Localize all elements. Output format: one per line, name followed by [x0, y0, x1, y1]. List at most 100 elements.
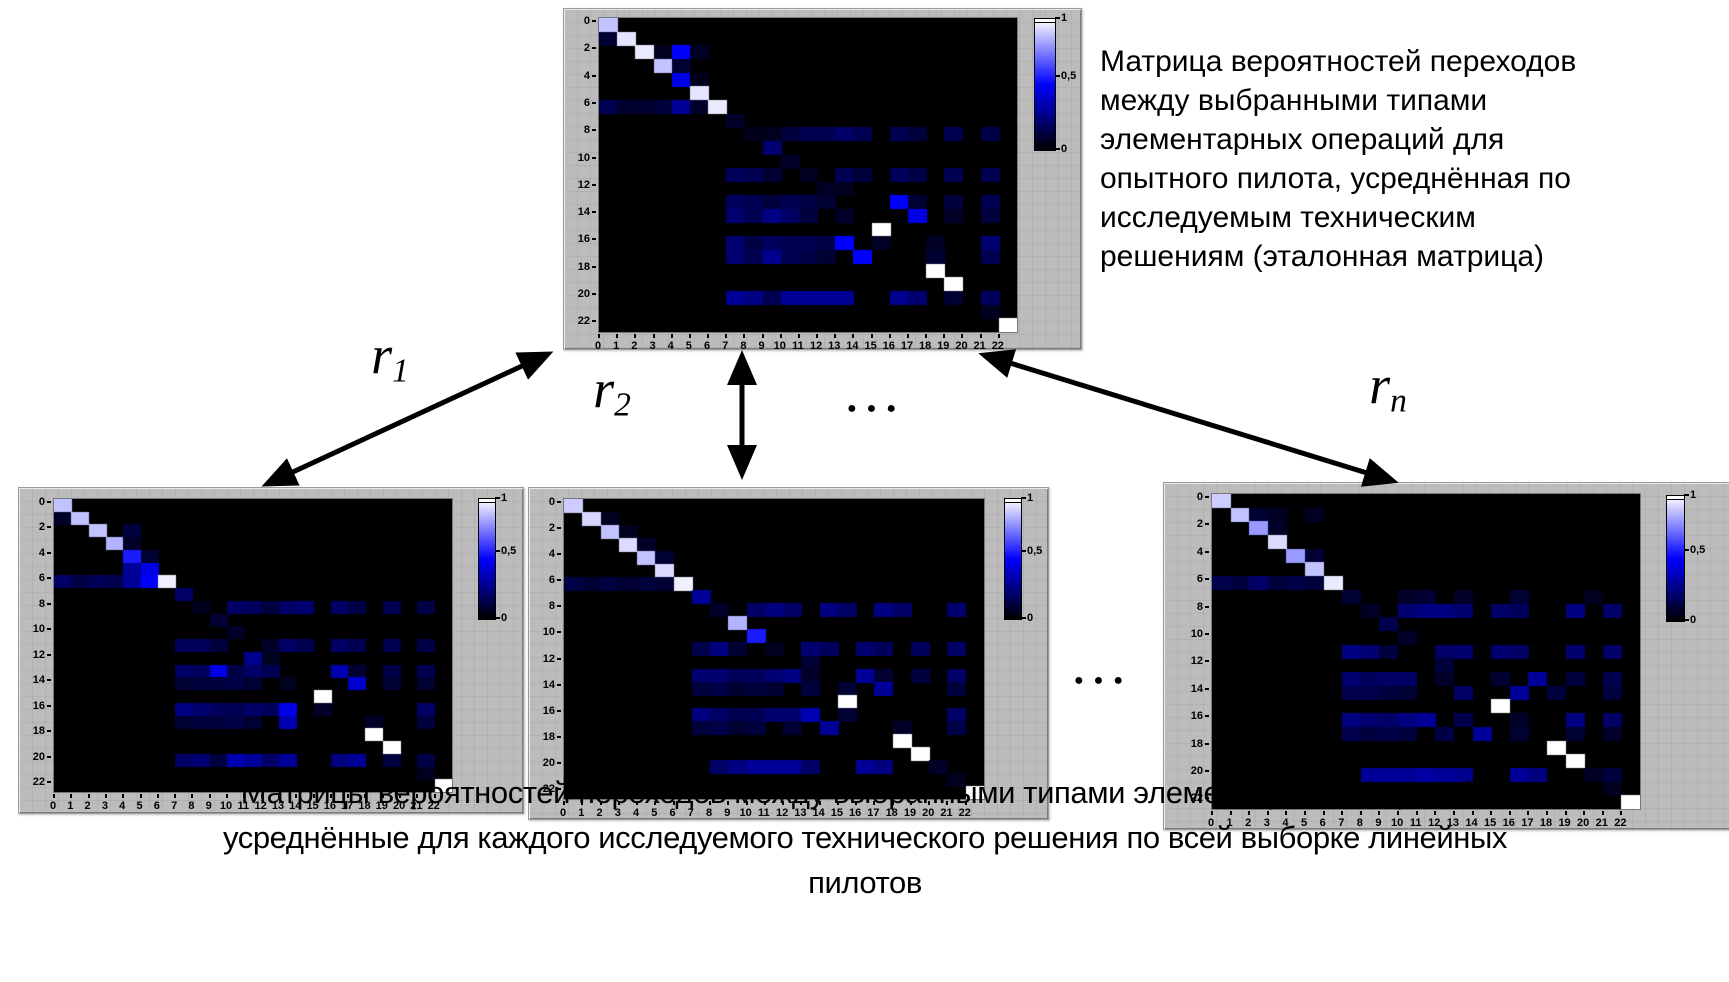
x-axis-label: 22 [427, 800, 440, 812]
y-axis-label: 10 [32, 623, 45, 636]
y-axis-label: 12 [32, 648, 45, 661]
x-axis-tick [636, 801, 639, 805]
x-axis-label: 20 [1577, 817, 1590, 829]
x-axis-label: 13 [794, 807, 807, 819]
x-axis-label: 17 [900, 340, 914, 352]
y-axis-label: 0 [38, 496, 45, 508]
x-axis-tick [1341, 811, 1344, 815]
x-axis-label: 6 [703, 340, 711, 352]
x-axis-label: 20 [922, 807, 935, 819]
x-axis-tick [816, 334, 819, 338]
colorbar-label: 0 [1021, 612, 1033, 624]
y-axis-label: 10 [542, 626, 555, 639]
y-axis-label: 20 [1190, 764, 1203, 777]
x-axis-tick [416, 794, 419, 798]
x-axis-tick [616, 334, 619, 338]
x-axis-tick [381, 794, 384, 798]
x-axis-tick [782, 801, 785, 805]
x-axis-label: 12 [254, 800, 267, 812]
y-axis-tick [557, 761, 561, 764]
x-axis-tick [347, 794, 350, 798]
x-axis-label: 14 [846, 340, 859, 352]
x-axis-tick [563, 801, 565, 805]
x-axis-tick [208, 794, 211, 798]
y-axis-tick [47, 653, 51, 656]
y-axis-label: 12 [1190, 655, 1203, 668]
x-axis-label: 9 [1375, 817, 1382, 829]
x-axis-label: 18 [1539, 817, 1553, 829]
x-axis-tick [1211, 811, 1213, 815]
x-axis-tick [961, 334, 964, 338]
x-axis-tick [906, 334, 909, 338]
x-axis-tick [156, 794, 159, 798]
colorbar-r2 [1004, 498, 1022, 620]
x-axis-label: 1 [578, 807, 585, 819]
x-axis-tick [1248, 811, 1251, 815]
y-axis-label: 2 [583, 42, 590, 55]
y-axis-label: 20 [577, 288, 590, 301]
caption-reference-matrix: Матрица вероятностей переходов между выб… [1100, 45, 1577, 273]
y-axis-tick [592, 156, 596, 159]
y-axis-label: 16 [542, 704, 555, 717]
colorbar-label: 0,5 [495, 545, 516, 557]
relation-label-rn-sub: n [1390, 382, 1407, 420]
y-axis-label: 2 [38, 521, 45, 534]
y-axis-label: 18 [577, 260, 590, 273]
x-axis-label: 17 [1521, 817, 1534, 829]
y-axis-label: 8 [38, 597, 45, 610]
y-axis-label: 2 [548, 522, 555, 535]
y-axis-tick [47, 781, 51, 784]
x-axis-label: 10 [219, 800, 233, 812]
colorbar-label: 0,5 [1021, 545, 1042, 557]
y-axis-tick [592, 238, 596, 241]
x-axis-tick [909, 801, 912, 805]
x-axis-tick [53, 794, 55, 798]
x-axis-label: 22 [958, 807, 971, 819]
x-axis-label: 7 [722, 340, 729, 352]
arrow-rn [978, 349, 1399, 487]
colorbar-label: 0 [495, 612, 507, 624]
x-axis-tick [122, 794, 125, 798]
y-axis-tick [592, 129, 596, 132]
x-axis-label: 19 [937, 340, 950, 352]
x-axis-tick [870, 334, 873, 338]
x-axis-tick [873, 801, 876, 805]
y-axis-label: 22 [542, 782, 555, 795]
x-axis-label: 15 [830, 807, 844, 819]
y-axis-tick [1205, 742, 1209, 745]
colorbar-label: 0,5 [1684, 544, 1705, 556]
x-axis-tick [1583, 811, 1586, 815]
y-axis-tick [557, 787, 561, 790]
y-axis-label: 0 [583, 15, 590, 27]
x-axis-label: 6 [669, 807, 676, 819]
ellipsis-bottom: ●●● [1074, 672, 1133, 689]
x-axis-tick [617, 801, 620, 805]
y-axis-tick [592, 101, 596, 104]
x-axis-label: 5 [651, 807, 658, 819]
x-axis-label: 3 [649, 340, 656, 352]
x-axis-tick [226, 794, 229, 798]
y-axis-tick [592, 183, 596, 186]
x-axis-label: 7 [1338, 817, 1345, 829]
y-axis-tick [1205, 687, 1209, 690]
x-axis-tick [891, 801, 894, 805]
x-axis-label: 1 [1226, 817, 1233, 829]
x-axis-label: 0 [559, 807, 567, 819]
x-axis-label: 2 [1245, 817, 1252, 829]
x-axis-tick [1397, 811, 1400, 815]
x-axis-tick [979, 334, 982, 338]
x-axis-tick [1285, 811, 1288, 815]
x-axis-label: 3 [101, 800, 108, 812]
y-axis-tick [557, 631, 561, 634]
x-axis-tick [1620, 811, 1623, 815]
y-axis-tick [1205, 523, 1209, 526]
y-axis-label: 6 [548, 574, 555, 587]
x-axis-tick [797, 334, 800, 338]
y-axis-label: 22 [32, 776, 45, 789]
x-axis-label: 2 [596, 807, 603, 819]
y-axis-tick [1205, 769, 1209, 772]
x-axis-tick [87, 794, 90, 798]
x-axis-tick [634, 334, 637, 338]
x-axis-tick [1434, 811, 1437, 815]
